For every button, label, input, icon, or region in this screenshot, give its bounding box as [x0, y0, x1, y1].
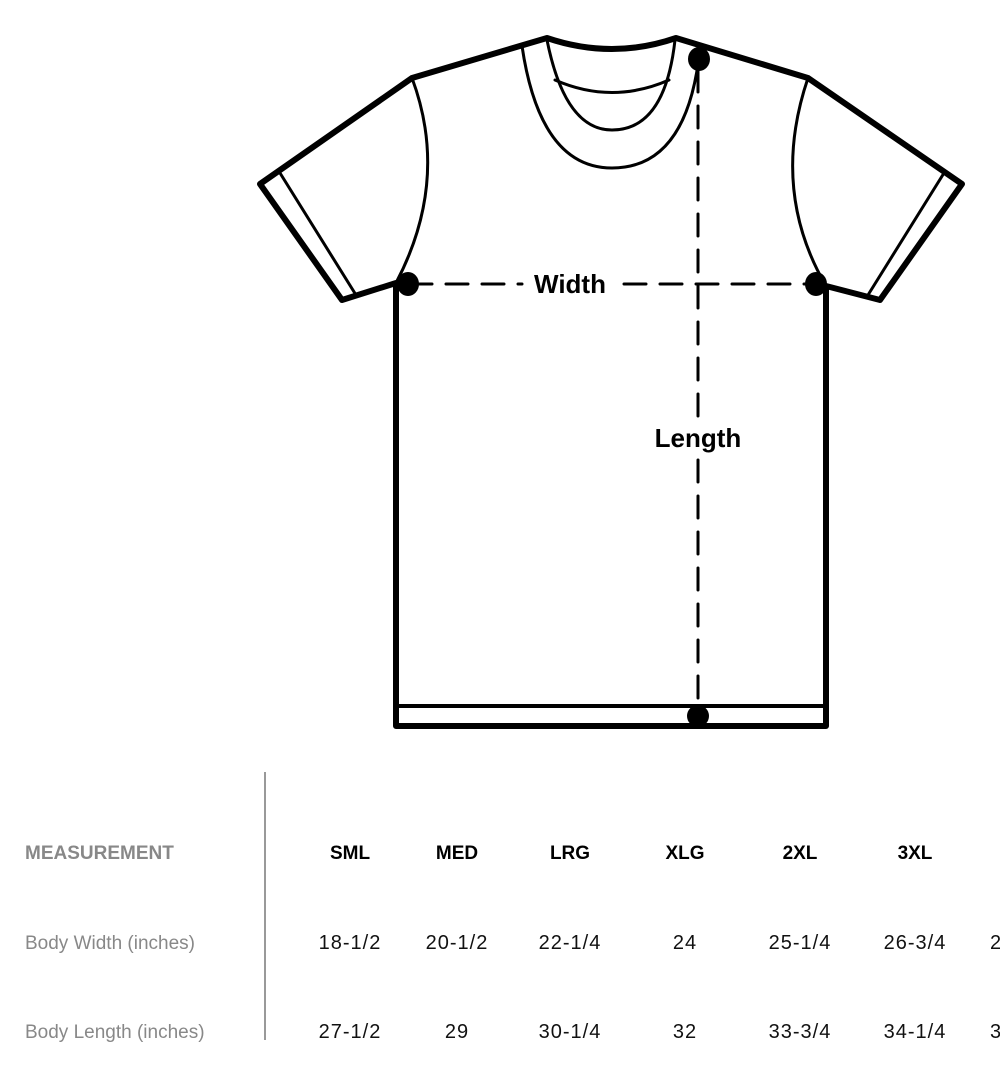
size-header: MED — [435, 843, 479, 864]
table-cell: 33-3/4 — [768, 1021, 832, 1043]
measure-point-bottom — [687, 705, 709, 727]
length-label: Length — [655, 423, 742, 453]
table-cell: 22-1/4 — [538, 932, 602, 954]
measure-point-right — [805, 272, 827, 296]
size-header: LRG — [549, 843, 591, 864]
table-cell: 27-1/2 — [318, 1021, 382, 1043]
shirt-outline — [257, 35, 965, 729]
table-cell: 2 — [990, 932, 1000, 954]
table-divider — [264, 772, 266, 1040]
size-header: XLG — [665, 843, 705, 864]
table-cell: 18-1/2 — [318, 932, 382, 954]
table-cell: 20-1/2 — [425, 932, 489, 954]
size-header: SML — [329, 843, 371, 864]
table-cell: 34-1/4 — [883, 1021, 947, 1043]
measure-point-left — [397, 272, 419, 296]
size-header: 3XL — [897, 843, 933, 864]
table-cell: 29 — [444, 1021, 470, 1043]
left-cuff-line — [278, 171, 358, 297]
row-label: Body Length (inches) — [25, 1022, 205, 1043]
measure-point-top — [688, 47, 710, 71]
table-cell: 24 — [672, 932, 698, 954]
table-cell: 3 — [990, 1021, 1000, 1043]
collar-band — [553, 78, 671, 94]
left-sleeve-seam — [394, 76, 430, 285]
collar-inner — [545, 38, 677, 132]
table-cell: 26-3/4 — [883, 932, 947, 954]
tshirt-diagram: Width Length — [257, 35, 965, 729]
size-header: 2XL — [782, 843, 818, 864]
row-label: Body Width (inches) — [25, 933, 196, 954]
table-cell: 32 — [672, 1021, 698, 1043]
measurement-header: MEASUREMENT — [25, 843, 174, 864]
table-cell: 30-1/4 — [538, 1021, 602, 1043]
collar-outer — [520, 44, 702, 170]
right-sleeve-seam — [791, 76, 828, 288]
width-label: Width — [534, 269, 606, 299]
table-cell: 25-1/4 — [768, 932, 832, 954]
right-cuff-line — [866, 171, 946, 297]
